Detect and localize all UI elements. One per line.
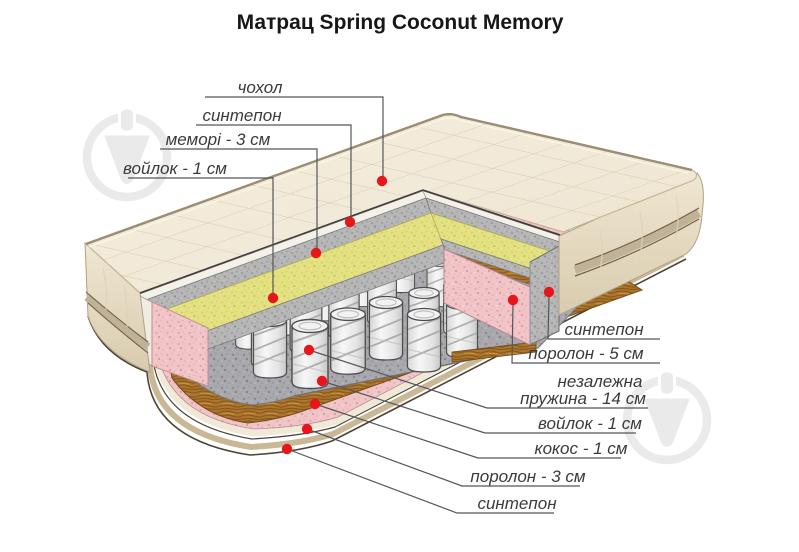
dot-sintepon-top [344,216,356,228]
dot-cover [376,175,388,187]
mattress-top-quilted [84,113,698,294]
mattress-side-right [558,172,704,316]
labels-left: чохол синтепон меморі - 3 см войлок - 1 … [123,78,283,178]
label-memory: меморі - 3 см [166,130,271,149]
label-sintepon-side: синтепон [564,320,644,339]
label-felt-bottom: войлок - 1 см [538,414,642,433]
labels-right: синтепон поролон - 5 см незалежна пружин… [470,320,646,513]
dot-felt-top [267,292,279,304]
dot-spring [303,344,315,356]
label-sintepon-bottom: синтепон [477,494,557,513]
mattress-side-left [84,241,151,373]
dot-sintepon-bottom [281,443,293,455]
cutaway-right-wall [443,245,560,363]
dot-memory [310,247,322,259]
dot-foam-5 [507,294,519,306]
cut-rim [139,189,561,294]
label-sintepon-top: синтепон [202,106,282,125]
label-foam-3: поролон - 3 см [470,467,586,486]
dot-sintepon-side [543,286,555,298]
label-cover: чохол [238,78,283,97]
dot-felt-bottom [316,375,328,387]
label-coconut: кокос - 1 см [535,439,628,458]
cutaway-left-layers [139,189,450,365]
label-foam-5: поролон - 5 см [528,344,644,363]
page-title: Матрац Spring Coconut Memory [237,11,564,34]
dot-coconut [309,398,321,410]
label-felt-top: войлок - 1 см [123,159,227,178]
label-spring-line1: незалежна [558,372,643,391]
leader-lines [128,96,660,514]
marker-dots [267,175,555,455]
foam-side-left [151,301,209,387]
mattress-illustration [84,113,704,456]
sintepon-column [529,245,560,346]
dot-foam-3 [301,423,313,435]
label-spring-line2: пружина - 14 см [520,389,646,408]
trowel-watermark-icon [87,108,167,197]
